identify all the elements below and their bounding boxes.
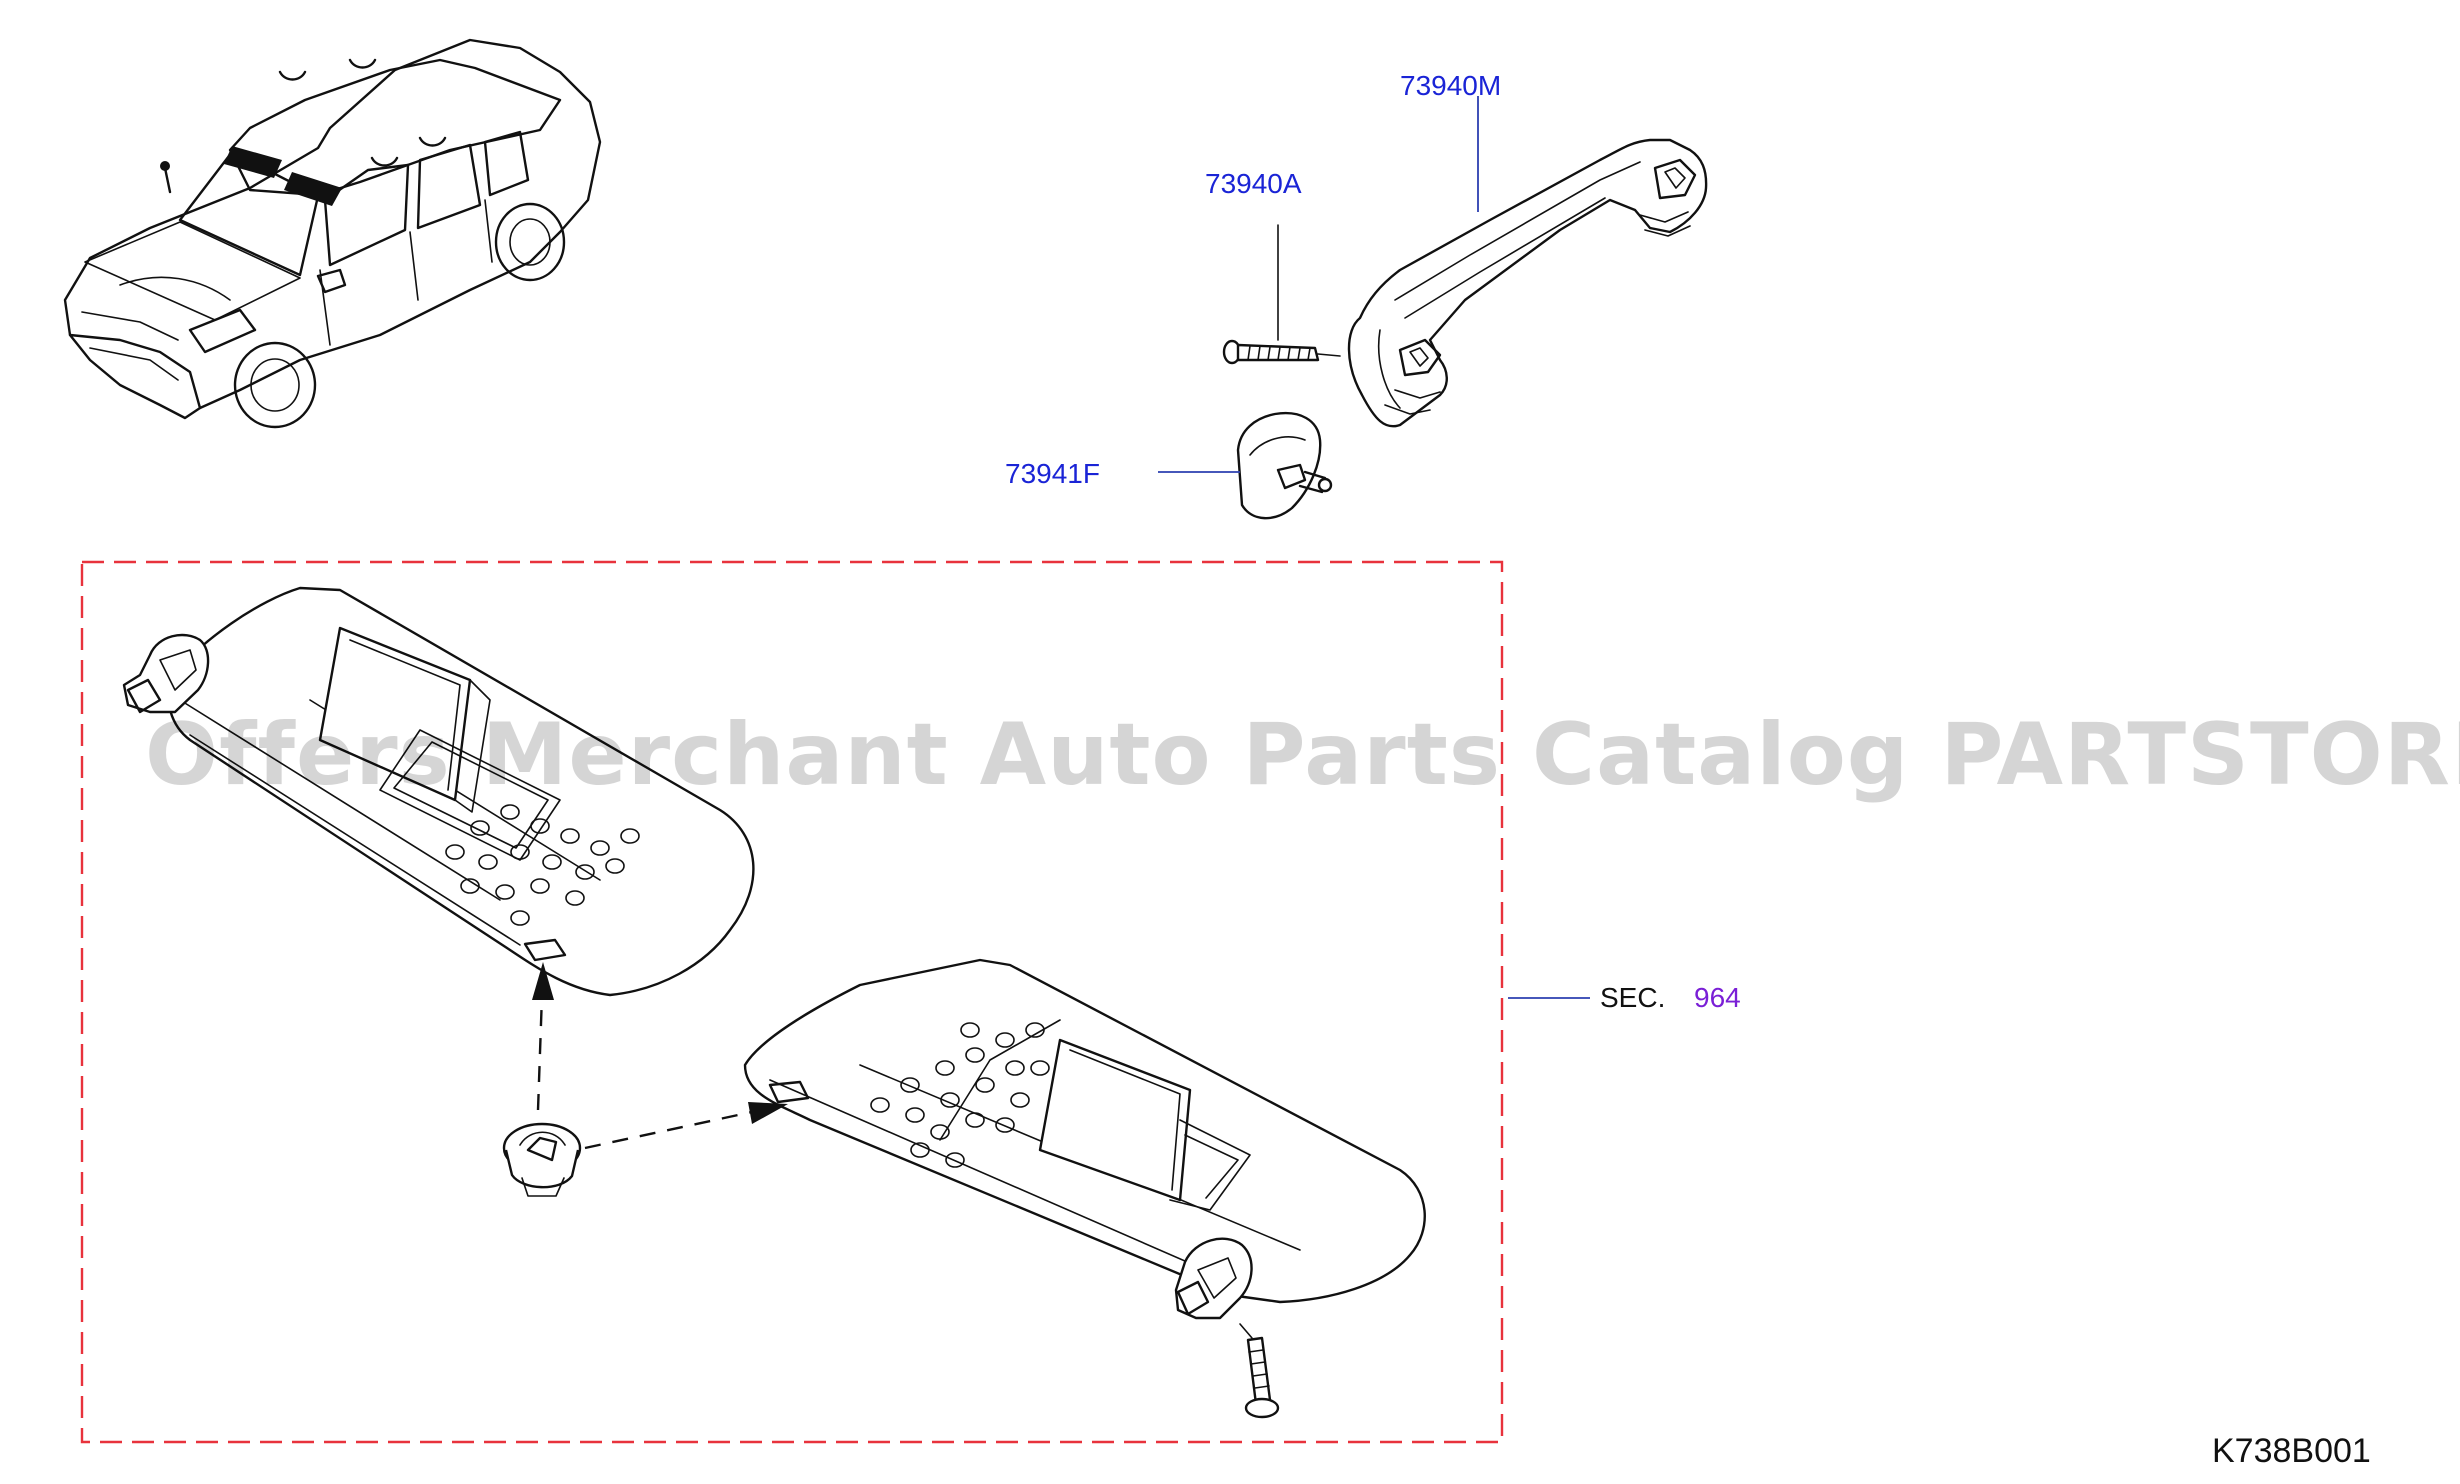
sun-visor-lower-drawing bbox=[743, 958, 1426, 1419]
callout-73940A[interactable]: 73940A bbox=[1205, 168, 1302, 199]
callout-73941F[interactable]: 73941F bbox=[1005, 458, 1100, 489]
section-ref-prefix: SEC. bbox=[1600, 982, 1666, 1013]
leader-lines bbox=[1158, 96, 1590, 999]
callout-73940M[interactable]: 73940M bbox=[1400, 70, 1502, 101]
section-ref-number[interactable]: 964 bbox=[1694, 982, 1741, 1013]
grip-cover-drawing bbox=[1236, 411, 1333, 520]
watermark-text: Offers Merchant Auto Parts Catalog PARTS… bbox=[145, 705, 2460, 805]
diagram-code: K738B001 bbox=[2212, 1432, 2371, 1470]
assist-grip-drawing bbox=[1347, 138, 1708, 428]
visor-assembly-frame bbox=[80, 560, 1504, 1444]
sun-visor-upper-drawing bbox=[122, 586, 755, 997]
grip-screw-drawing bbox=[1222, 339, 1341, 365]
assembly-arrows bbox=[532, 962, 788, 1150]
visor-holder-clip-drawing bbox=[502, 1122, 582, 1197]
car-overview-illustration bbox=[63, 38, 602, 429]
